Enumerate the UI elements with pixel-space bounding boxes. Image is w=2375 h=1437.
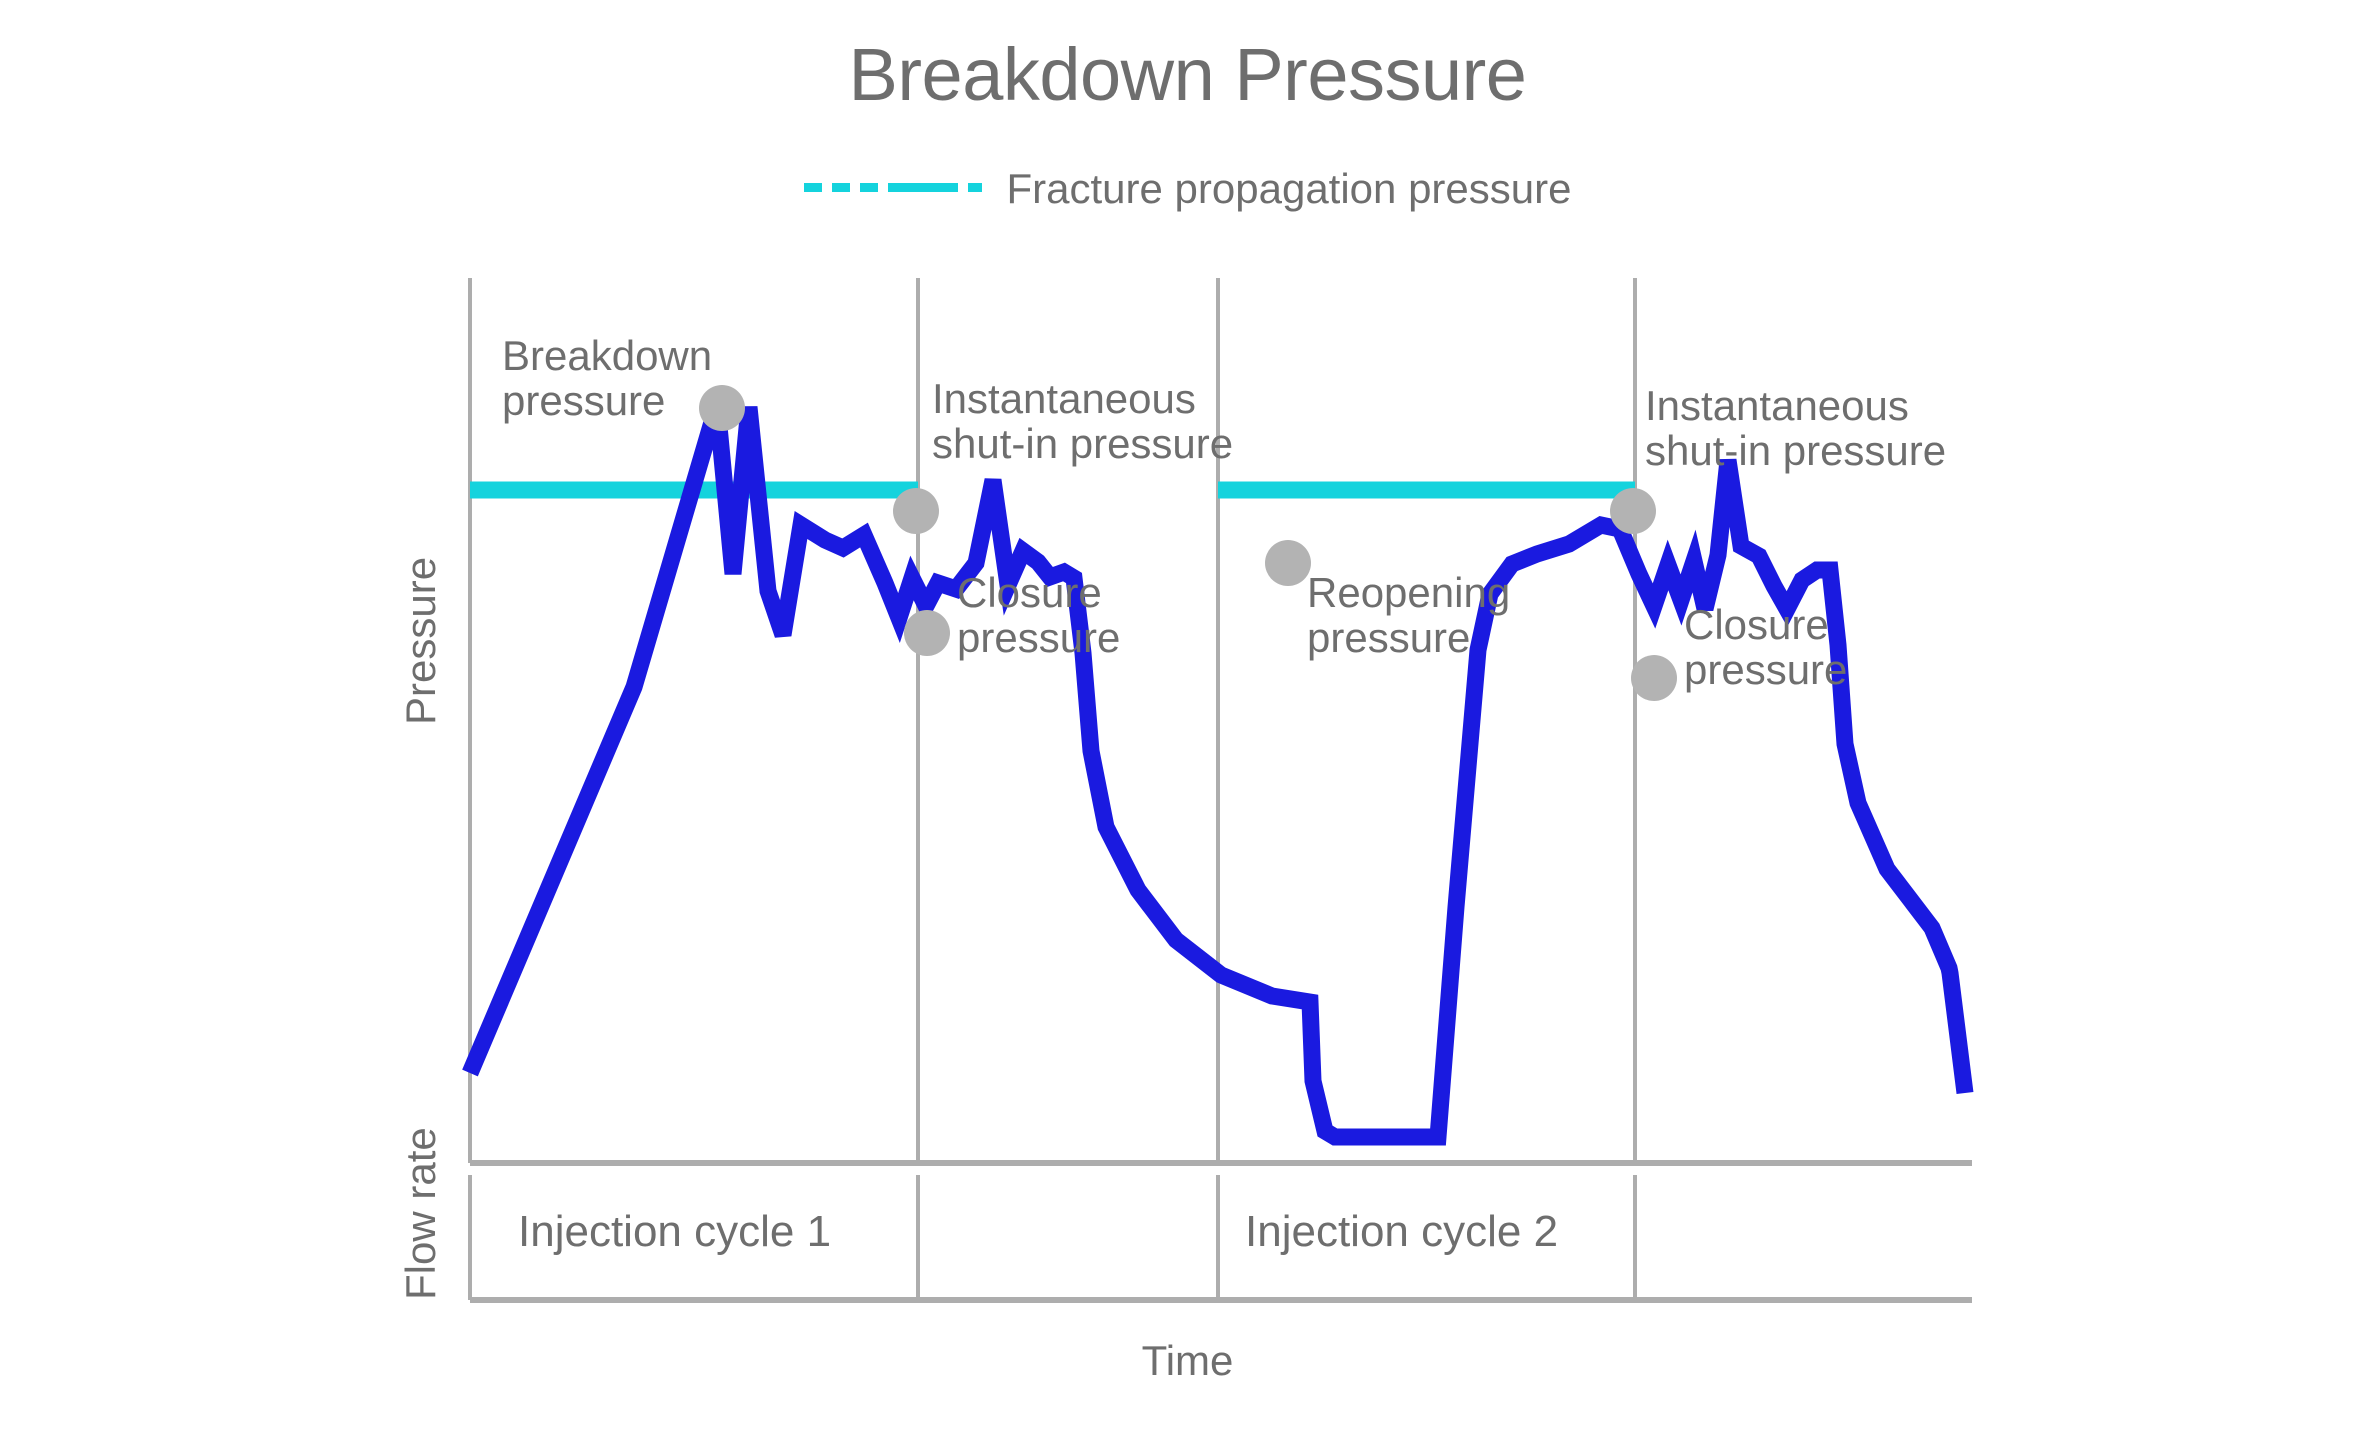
vertical-gridlines — [468, 278, 1637, 1163]
legend-label: Fracture propagation pressure — [1006, 165, 1572, 212]
annotation-closure-2: Closure pressure — [1684, 601, 1848, 694]
y-axis-label-flowrate: Flow rate — [397, 1127, 444, 1300]
marker-reopening-pressure — [1265, 540, 1311, 586]
cycle-label-1: Injection cycle 1 — [518, 1207, 832, 1256]
annotation-isip-2: Instantaneous shut-in pressure — [1645, 382, 1947, 475]
x-axis-label: Time — [1141, 1337, 1234, 1384]
annotation-reopening-pressure: Reopening pressure — [1307, 569, 1511, 662]
annotation-closure-1: Closure pressure — [957, 569, 1121, 662]
flowrate-band-gridlines — [468, 1175, 1637, 1300]
pressure-curve — [462, 402, 1974, 1146]
marker-closure-2 — [1631, 655, 1677, 701]
marker-isip-2 — [1610, 488, 1656, 534]
cycle-label-2: Injection cycle 2 — [1245, 1207, 1559, 1256]
annotation-markers — [699, 385, 1677, 701]
dashed-line-icon — [803, 179, 989, 200]
horizontal-axis-lines — [470, 1160, 1972, 1303]
page-title: Breakdown Pressure — [848, 33, 1527, 116]
annotation-isip-1: Instantaneous shut-in pressure — [932, 375, 1234, 468]
marker-isip-1 — [893, 488, 939, 534]
y-axis-label-pressure: Pressure — [397, 556, 444, 725]
marker-closure-1 — [904, 610, 950, 656]
marker-breakdown-pressure — [699, 385, 745, 431]
chart-legend: Fracture propagation pressure — [0, 168, 2375, 210]
annotation-breakdown-pressure: Breakdown pressure — [502, 332, 713, 425]
